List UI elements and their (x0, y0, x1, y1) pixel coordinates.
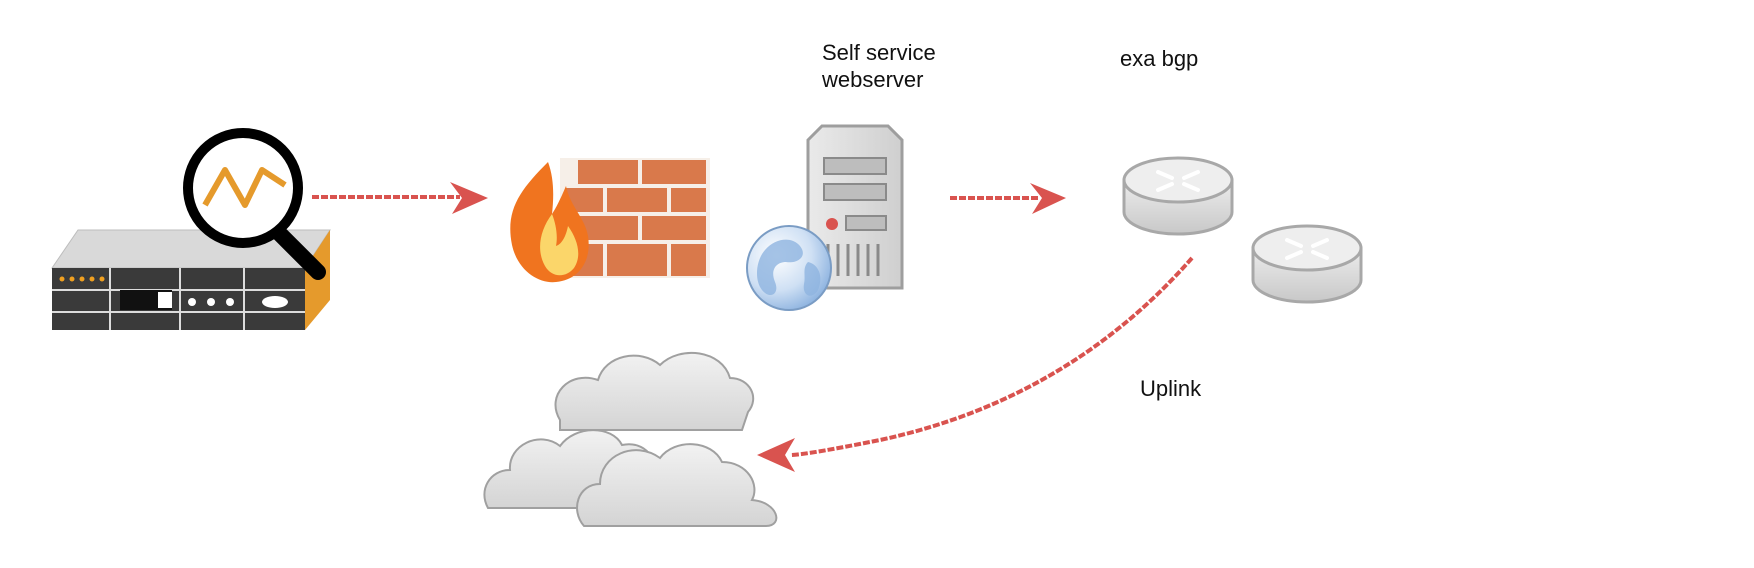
arrow-webserver-to-router (950, 183, 1066, 214)
web-server-icon (746, 124, 904, 311)
globe-icon (746, 225, 832, 311)
firewall-icon (510, 158, 710, 283)
magnifier-icon (183, 128, 326, 280)
cloud-icon (483, 351, 778, 527)
router-icon (1122, 156, 1234, 236)
arrow-appliance-to-firewall (312, 182, 488, 214)
arrow-uplink-to-cloud (757, 256, 1194, 472)
webserver-label: Self service webserver (822, 39, 936, 93)
uplink-label: Uplink (1140, 376, 1202, 401)
router-icon (1251, 224, 1363, 304)
bgp-label: exa bgp (1120, 46, 1199, 71)
webserver-label-line1: Self service (822, 40, 936, 65)
webserver-label-line2: webserver (822, 67, 924, 92)
